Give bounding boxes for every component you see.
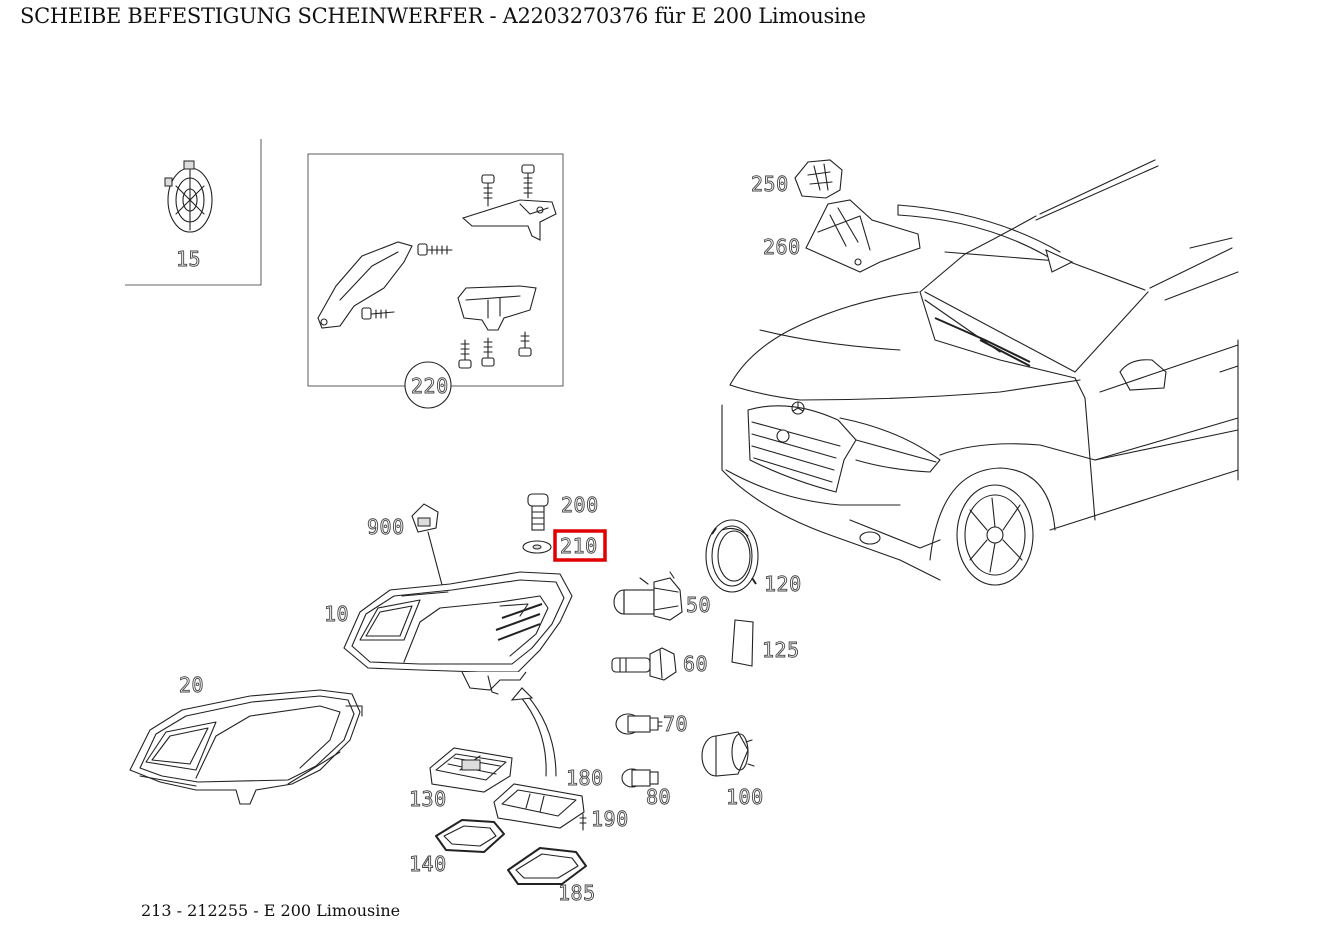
part-10-drawing[interactable] (343, 571, 573, 695)
part-label-130[interactable]: 130 (409, 787, 447, 812)
part-label-185[interactable]: 185 (558, 881, 596, 906)
part-label-220[interactable]: 220 (411, 374, 449, 399)
part-70-drawing[interactable] (615, 713, 663, 735)
part-label-140[interactable]: 140 (409, 852, 447, 877)
part-label-180[interactable]: 180 (566, 766, 604, 791)
part-250-drawing[interactable] (794, 159, 843, 199)
part-210-drawing[interactable] (522, 540, 552, 554)
footer-model-info: 213 - 212255 - E 200 Limousine (141, 901, 401, 920)
highlight-box-210 (553, 529, 607, 562)
page-title: SCHEIBE BEFESTIGUNG SCHEINWERFER - A2203… (20, 4, 866, 28)
part-50-drawing[interactable] (613, 571, 683, 621)
part-label-190[interactable]: 190 (591, 807, 629, 832)
car-outline-drawing (721, 159, 1239, 586)
part-label-20[interactable]: 20 (179, 673, 204, 698)
part-80-drawing[interactable] (621, 768, 659, 788)
part-20-drawing[interactable] (129, 689, 363, 805)
part-label-210[interactable]: 210 (560, 534, 598, 559)
part-100-drawing[interactable] (701, 731, 755, 777)
part-190-drawing[interactable] (579, 813, 587, 831)
inset-box-220 (307, 153, 564, 409)
part-140-drawing[interactable] (435, 819, 505, 853)
part-label-50[interactable]: 50 (686, 593, 711, 618)
part-15-drawing[interactable] (164, 160, 213, 233)
part-label-70[interactable]: 70 (663, 712, 688, 737)
arrow-to-headlight (510, 687, 557, 777)
part-label-15[interactable]: 15 (176, 247, 201, 272)
part-label-120[interactable]: 120 (764, 572, 802, 597)
part-260-drawing[interactable] (805, 199, 921, 273)
part-label-900[interactable]: 900 (367, 515, 405, 540)
part-200-drawing[interactable] (527, 493, 549, 531)
part-185-drawing[interactable] (507, 847, 587, 885)
part-label-200[interactable]: 200 (561, 493, 599, 518)
inset-box-15 (125, 139, 262, 286)
part-label-260[interactable]: 260 (763, 235, 801, 260)
part-label-125[interactable]: 125 (762, 638, 800, 663)
part-130-drawing[interactable] (429, 747, 513, 793)
part-label-60[interactable]: 60 (683, 652, 708, 677)
part-label-250[interactable]: 250 (751, 172, 789, 197)
part-label-80[interactable]: 80 (646, 785, 671, 810)
arrow-to-car (897, 204, 1074, 273)
part-900-drawing[interactable] (411, 503, 443, 586)
part-120-drawing[interactable] (705, 519, 759, 593)
part-60-drawing[interactable] (611, 647, 677, 681)
part-125-drawing[interactable] (731, 619, 754, 667)
part-180-drawing[interactable] (493, 783, 585, 829)
part-label-100[interactable]: 100 (726, 785, 764, 810)
part-220-drawing[interactable] (317, 164, 557, 369)
part-label-10[interactable]: 10 (324, 602, 349, 627)
